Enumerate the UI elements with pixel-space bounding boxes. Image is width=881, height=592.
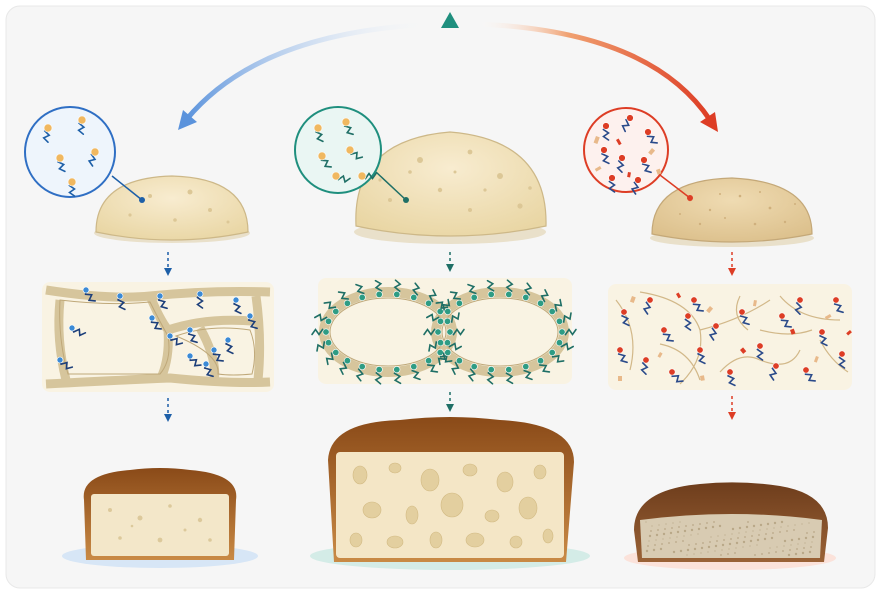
bread-loaf-icon <box>84 468 237 560</box>
fragment-icon <box>700 375 705 381</box>
fragment-icon <box>618 376 622 381</box>
crumb-left <box>91 494 229 556</box>
bread-loaf-icon <box>634 482 828 562</box>
magnifier-anchor-dot <box>687 195 693 201</box>
crumb-right <box>640 514 822 558</box>
magnifier-anchor-dot <box>403 197 409 203</box>
magnifier-anchor-dot <box>139 197 145 203</box>
bread-loaf-icon <box>328 417 574 562</box>
